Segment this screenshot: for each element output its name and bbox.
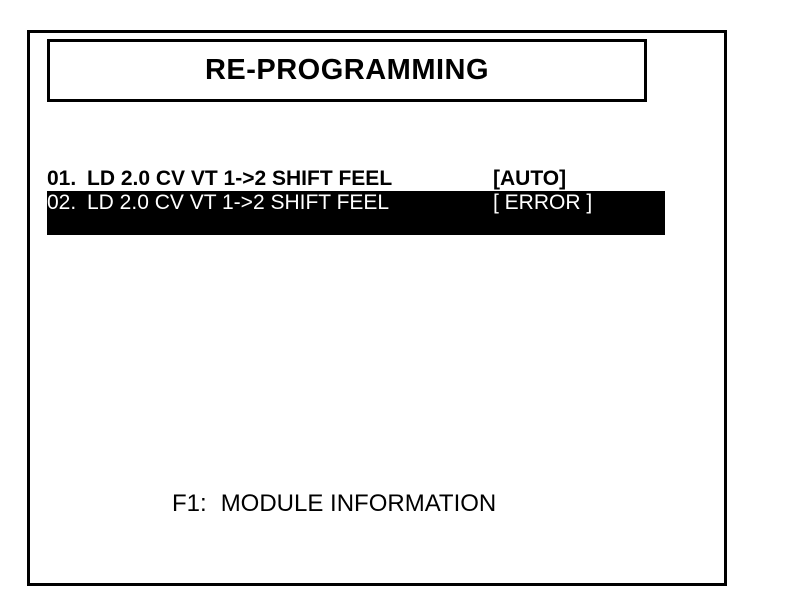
list-item-01[interactable]: 01. LD 2.0 CV VT 1->2 SHIFT FEEL [AUTO] bbox=[47, 167, 665, 191]
screen-frame bbox=[27, 30, 727, 586]
f1-key-label: F1: bbox=[172, 490, 207, 517]
list-item-02-selected[interactable]: 02. LD 2.0 CV VT 1->2 SHIFT FEEL [ ERROR… bbox=[47, 191, 665, 235]
title-box: RE-PROGRAMMING bbox=[47, 39, 647, 102]
list-item-description: LD 2.0 CV VT 1->2 SHIFT FEEL bbox=[87, 191, 390, 214]
page-title: RE-PROGRAMMING bbox=[204, 54, 490, 86]
list-item-description: LD 2.0 CV VT 1->2 SHIFT FEEL bbox=[87, 167, 393, 190]
list-item-number: 01. bbox=[47, 167, 77, 190]
list-item-number: 02. bbox=[47, 191, 77, 214]
module-list: 01. LD 2.0 CV VT 1->2 SHIFT FEEL [AUTO] … bbox=[47, 167, 665, 235]
f1-module-information[interactable]: F1: MODULE INFORMATION bbox=[172, 489, 496, 519]
f1-action-label: MODULE INFORMATION bbox=[220, 490, 497, 517]
list-item-status: [AUTO] bbox=[493, 167, 567, 190]
list-item-status: [ ERROR ] bbox=[493, 191, 593, 214]
